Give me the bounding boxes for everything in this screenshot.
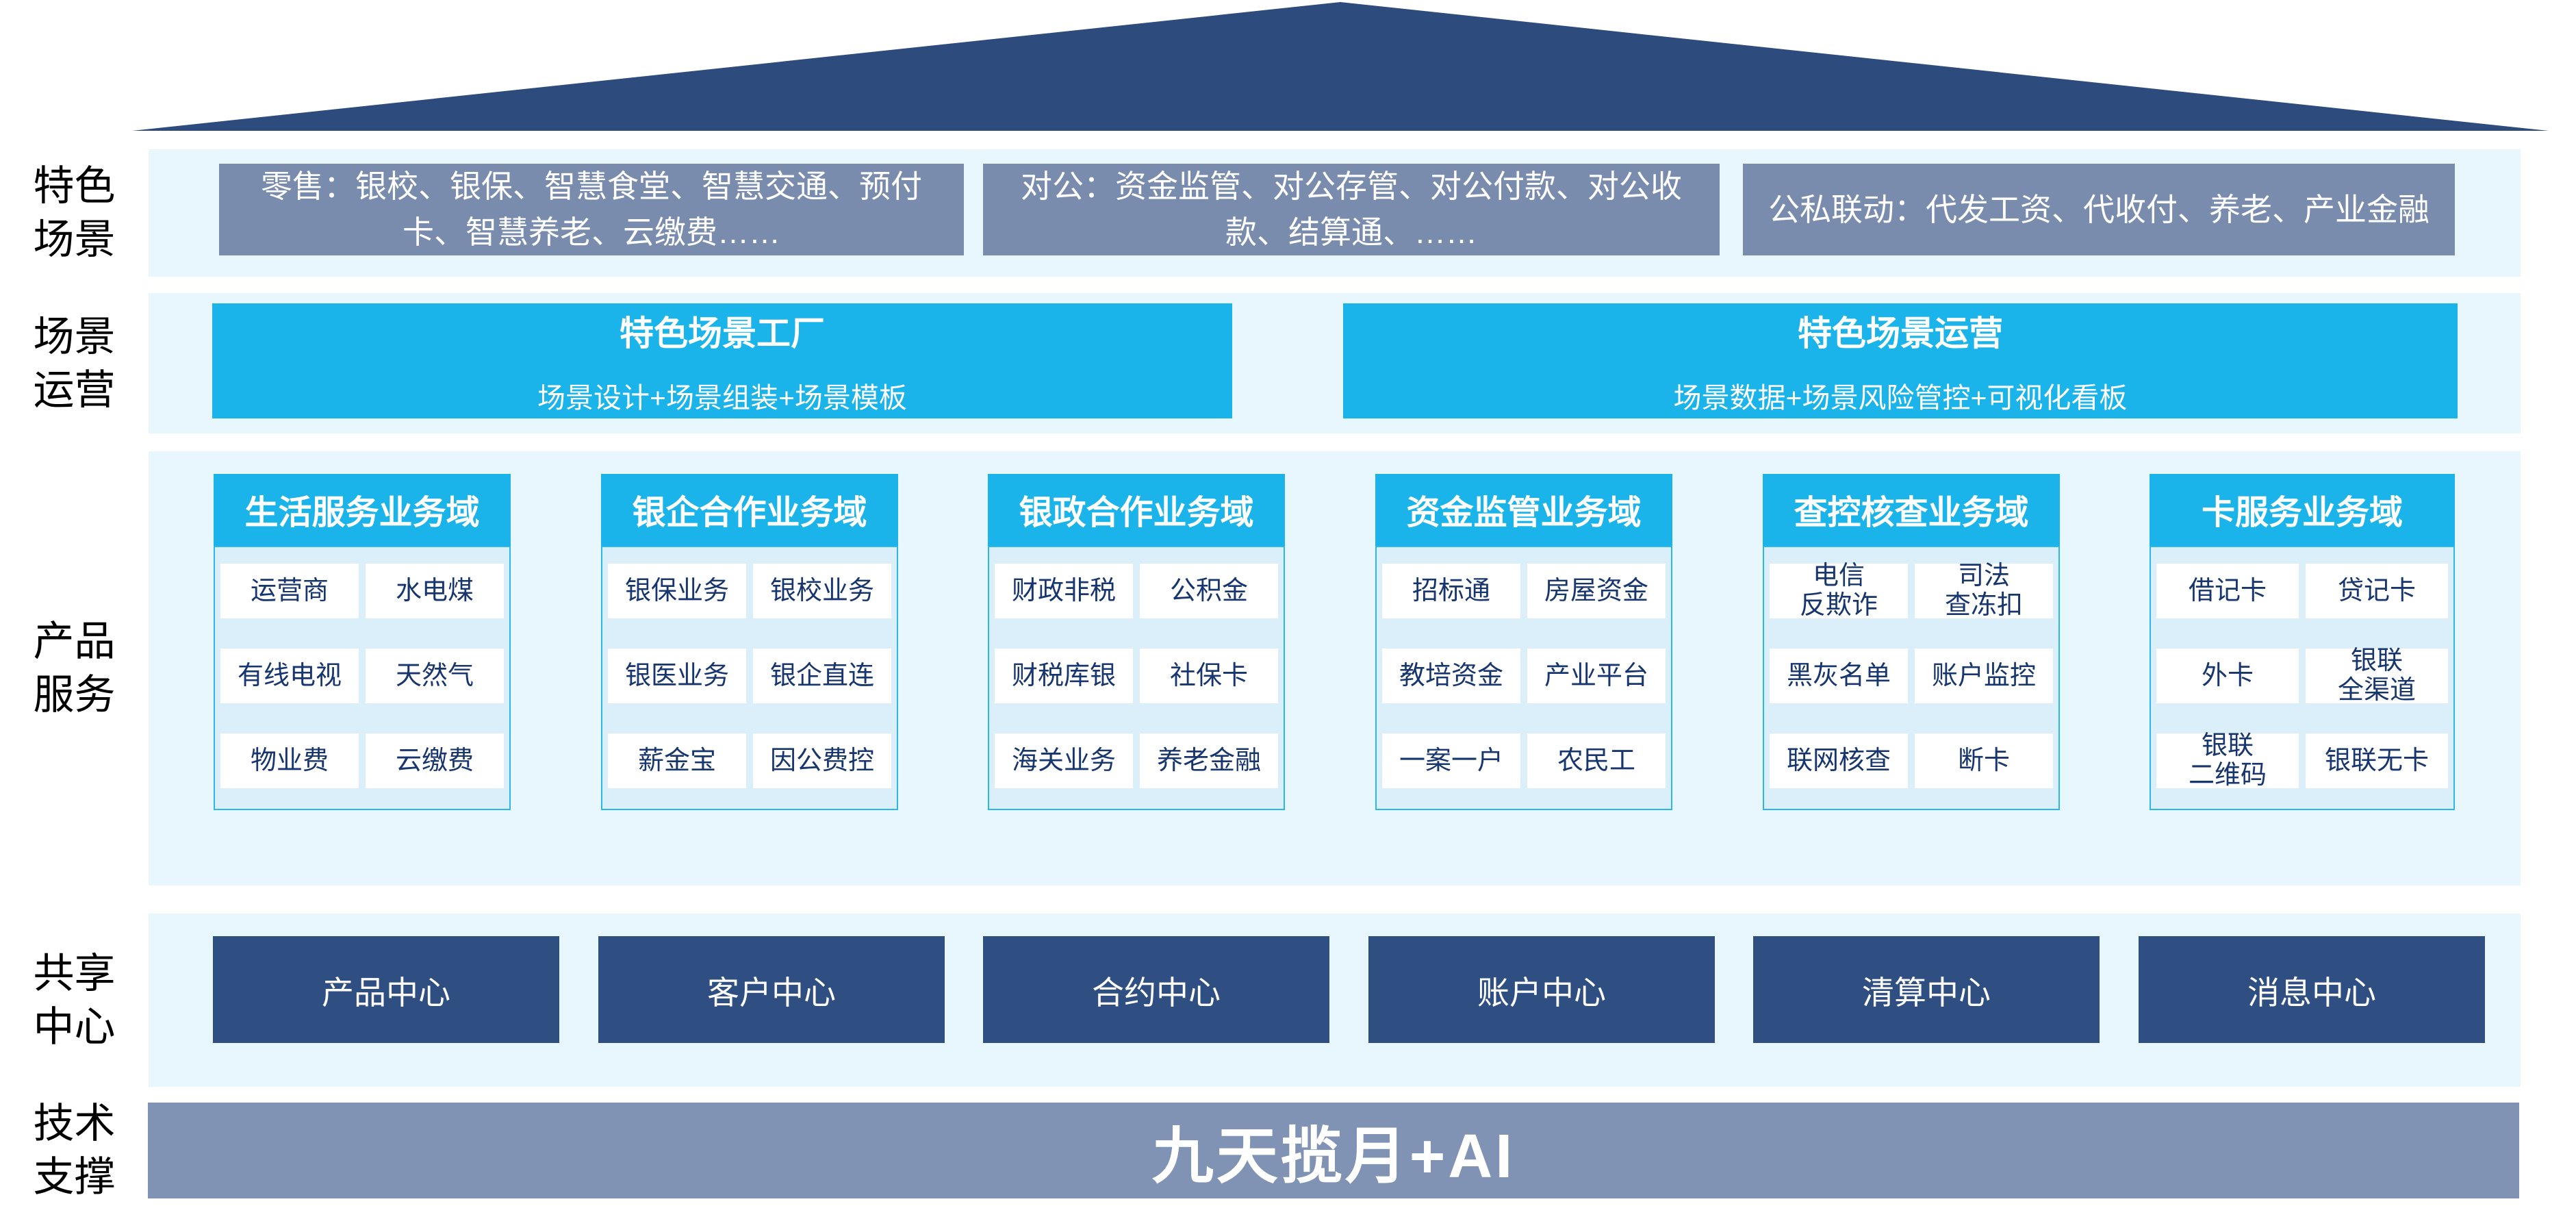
center-box-clearing: 清算中心 — [1753, 936, 2100, 1043]
center-box-contract: 合约中心 — [983, 936, 1329, 1043]
scene-operation-band: 特色场景工厂 场景设计+场景组装+场景模板 特色场景运营 场景数据+场景风险管控… — [149, 293, 2521, 433]
domain-header: 生活服务业务域 — [214, 474, 511, 546]
scene-box-corporate: 对公：资金监管、对公存管、对公付款、对公收款、结算通、…… — [983, 164, 1720, 255]
domain-item: 联网核查 — [1770, 733, 1908, 788]
scene-factory-title: 特色场景工厂 — [620, 314, 825, 353]
scene-factory-subtitle: 场景设计+场景组装+场景模板 — [537, 382, 907, 414]
scene-box-retail: 零售：银校、银保、智慧食堂、智慧交通、预付卡、智慧养老、云缴费…… — [219, 164, 964, 255]
domain-item: 财政非税 — [995, 564, 1133, 618]
domain-column-bank-government: 银政合作业务域 财政非税 公积金 财税库银 社保卡 海关业务 养老金融 — [988, 474, 1285, 834]
shared-centers-band: 产品中心 客户中心 合约中心 账户中心 清算中心 消息中心 — [149, 914, 2521, 1087]
domain-panel: 银保业务 银校业务 银医业务 银企直连 薪金宝 因公费控 — [601, 546, 898, 810]
domain-item: 银联 二维码 — [2156, 731, 2299, 790]
domain-item: 社保卡 — [1140, 649, 1278, 703]
domain-item: 运营商 — [220, 564, 359, 618]
domain-panel: 运营商 水电煤 有线电视 天然气 物业费 云缴费 — [214, 546, 511, 810]
domain-item: 账户监控 — [1915, 649, 2053, 703]
side-label-shared-centers: 共享 中心 — [33, 950, 116, 1050]
domain-header: 银政合作业务域 — [988, 474, 1285, 546]
domain-item: 银校业务 — [753, 564, 891, 618]
domain-column-fund-supervision: 资金监管业务域 招标通 房屋资金 教培资金 产业平台 一案一户 农民工 — [1375, 474, 1672, 834]
center-box-account: 账户中心 — [1368, 936, 1715, 1043]
domain-item: 银企直连 — [753, 649, 891, 703]
domain-header: 银企合作业务域 — [601, 474, 898, 546]
domain-item: 银医业务 — [608, 649, 746, 703]
domain-header: 查控核查业务域 — [1763, 474, 2060, 546]
domain-item: 银联无卡 — [2306, 733, 2448, 788]
domain-item: 银保业务 — [608, 564, 746, 618]
domain-column-inquiry-control: 查控核查业务域 电信 反欺诈 司法 查冻扣 黑灰名单 账户监控 联网核查 断卡 — [1763, 474, 2060, 834]
domain-panel: 借记卡 贷记卡 外卡 银联 全渠道 银联 二维码 银联无卡 — [2150, 546, 2455, 810]
domain-header: 卡服务业务域 — [2150, 474, 2455, 546]
side-label-product-services: 产品 服务 — [33, 618, 116, 718]
domain-column-life-services: 生活服务业务域 运营商 水电煤 有线电视 天然气 物业费 云缴费 — [214, 474, 511, 834]
domain-item: 司法 查冻扣 — [1915, 562, 2053, 620]
center-box-message: 消息中心 — [2139, 936, 2485, 1043]
domain-item: 借记卡 — [2156, 564, 2299, 618]
domain-column-bank-enterprise: 银企合作业务域 银保业务 银校业务 银医业务 银企直连 薪金宝 因公费控 — [601, 474, 898, 834]
domain-item: 断卡 — [1915, 733, 2053, 788]
domain-item: 房屋资金 — [1527, 564, 1666, 618]
domain-item: 物业费 — [220, 733, 359, 788]
domain-panel: 招标通 房屋资金 教培资金 产业平台 一案一户 农民工 — [1375, 546, 1672, 810]
domain-item: 云缴费 — [366, 733, 504, 788]
domain-item: 产业平台 — [1527, 649, 1666, 703]
domain-item: 因公费控 — [753, 733, 891, 788]
domain-item: 银联 全渠道 — [2306, 646, 2448, 705]
domain-item: 电信 反欺诈 — [1770, 562, 1908, 620]
scene-ops-title: 特色场景运营 — [1798, 314, 2003, 353]
domain-item: 公积金 — [1140, 564, 1278, 618]
scene-ops-subtitle: 场景数据+场景风险管控+可视化看板 — [1673, 382, 2128, 414]
domain-item: 贷记卡 — [2306, 564, 2448, 618]
domain-item: 一案一户 — [1382, 733, 1520, 788]
side-label-featured-scenes: 特色 场景 — [33, 163, 116, 262]
domain-item: 财税库银 — [995, 649, 1133, 703]
scene-box-linkage: 公私联动：代发工资、代收付、养老、产业金融 — [1743, 164, 2455, 255]
center-box-customer: 客户中心 — [598, 936, 945, 1043]
domain-item: 招标通 — [1382, 564, 1520, 618]
domain-item: 海关业务 — [995, 733, 1133, 788]
domain-item: 农民工 — [1527, 733, 1666, 788]
domain-item: 有线电视 — [220, 649, 359, 703]
center-box-product: 产品中心 — [213, 936, 559, 1043]
scene-factory-box: 特色场景工厂 场景设计+场景组装+场景模板 — [212, 303, 1232, 418]
domain-item: 养老金融 — [1140, 733, 1278, 788]
domain-panel: 财政非税 公积金 财税库银 社保卡 海关业务 养老金融 — [988, 546, 1285, 810]
platform-roof — [132, 2, 2549, 131]
scene-ops-box: 特色场景运营 场景数据+场景风险管控+可视化看板 — [1343, 303, 2458, 418]
domain-column-card-services: 卡服务业务域 借记卡 贷记卡 外卡 银联 全渠道 银联 二维码 银联无卡 — [2150, 474, 2455, 834]
product-services-band: 生活服务业务域 运营商 水电煤 有线电视 天然气 物业费 云缴费 银企合作业务域… — [149, 451, 2521, 885]
domain-item: 薪金宝 — [608, 733, 746, 788]
side-label-scene-operation: 场景 运营 — [33, 313, 116, 413]
side-label-tech-support: 技术 支撑 — [33, 1101, 116, 1200]
featured-scenes-band: 零售：银校、银保、智慧食堂、智慧交通、预付卡、智慧养老、云缴费…… 对公：资金监… — [149, 149, 2521, 277]
domain-item: 天然气 — [366, 649, 504, 703]
domain-item: 教培资金 — [1382, 649, 1520, 703]
domain-item: 黑灰名单 — [1770, 649, 1908, 703]
domain-item: 外卡 — [2156, 649, 2299, 703]
tech-support-bar: 九天揽月+AI — [148, 1103, 2519, 1198]
domain-header: 资金监管业务域 — [1375, 474, 1672, 546]
domain-panel: 电信 反欺诈 司法 查冻扣 黑灰名单 账户监控 联网核查 断卡 — [1763, 546, 2060, 810]
domain-item: 水电煤 — [366, 564, 504, 618]
